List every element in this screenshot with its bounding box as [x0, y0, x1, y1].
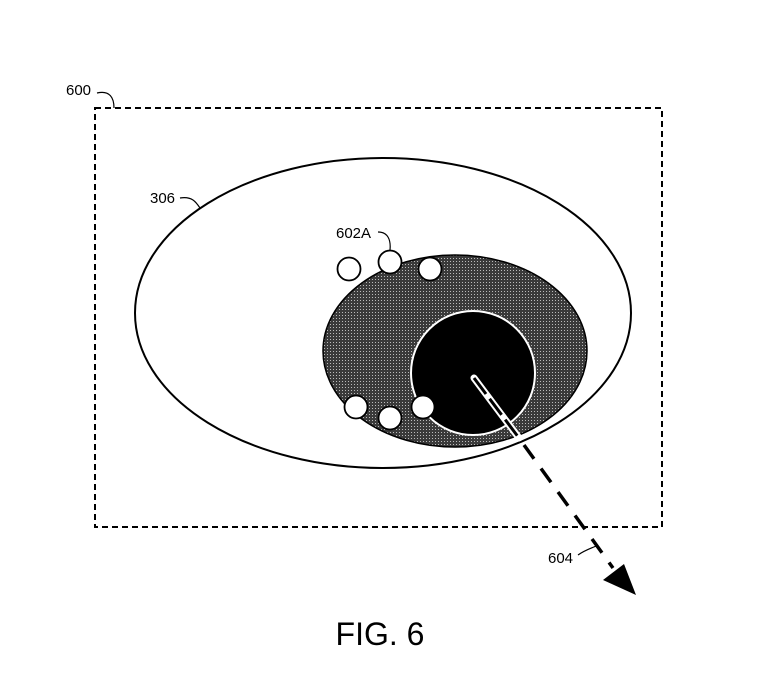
- marker-circle: [410, 394, 436, 420]
- marker-circle: [343, 394, 369, 420]
- label-604: 604: [548, 550, 573, 567]
- marker-circle: [336, 256, 362, 282]
- marker-circles-602A: [336, 249, 443, 431]
- label-600: 600: [66, 82, 91, 99]
- marker-circle: [377, 405, 403, 431]
- frame-600: [94, 107, 663, 528]
- leader-602A: [377, 231, 391, 251]
- figure-caption: FIG. 6: [336, 616, 425, 652]
- label-306: 306: [150, 190, 175, 207]
- direction-arrow-604: [470, 374, 636, 595]
- leader-600: [96, 91, 115, 109]
- arrowhead-icon: [603, 564, 636, 595]
- marker-circle: [377, 249, 403, 275]
- leader-306: [179, 197, 201, 209]
- marker-circle: [417, 256, 443, 282]
- core-circle: [410, 310, 536, 436]
- label-602A: 602A: [336, 225, 371, 242]
- leader-604: [577, 545, 597, 556]
